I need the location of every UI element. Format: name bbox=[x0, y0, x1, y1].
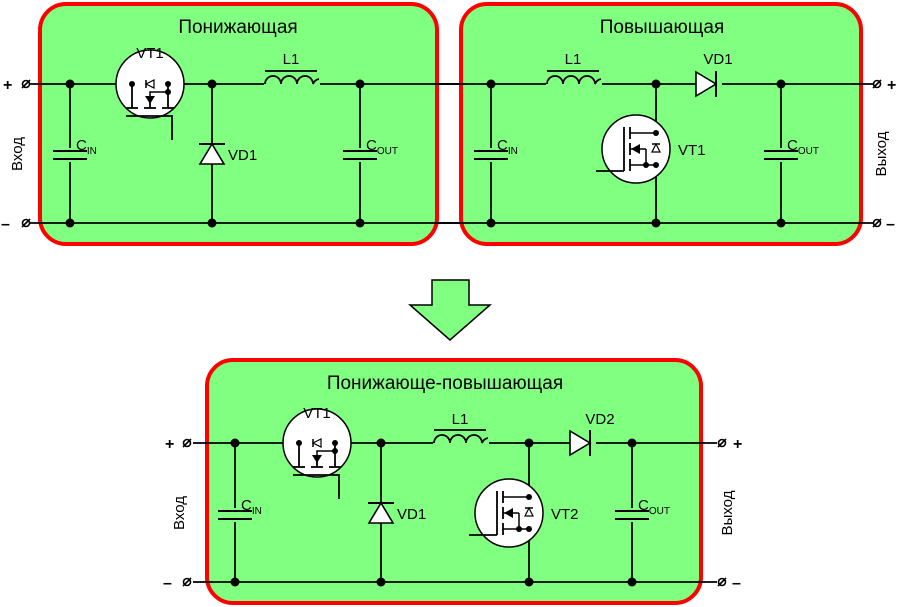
buck-vd1-label: VD1 bbox=[228, 147, 257, 164]
bb-input-terminal-plus[interactable] bbox=[182, 438, 192, 448]
output-terminal-plus[interactable] bbox=[872, 79, 882, 89]
input-terminal-minus[interactable] bbox=[21, 218, 31, 228]
boost-panel-frame bbox=[459, 2, 863, 246]
boost-plus-sign: + bbox=[887, 77, 896, 94]
buck-panel: Понижающая + – Вход CIN VT1 VD1 L1 bbox=[1, 2, 460, 246]
bb-cout-label: COUT bbox=[638, 497, 670, 517]
buck-input-label: Вход bbox=[9, 137, 26, 171]
boost-cin-label: CIN bbox=[497, 137, 518, 157]
bb-vt2-label: VT2 bbox=[551, 506, 579, 523]
boost-l1-label: L1 bbox=[565, 51, 582, 68]
boost-vt1-label: VT1 bbox=[678, 142, 706, 159]
bb-plus-in-sign: + bbox=[165, 436, 174, 453]
bb-vt1-label: VT1 bbox=[303, 405, 331, 422]
bb-output-label: Выход bbox=[719, 490, 736, 535]
bb-minus-in-sign: – bbox=[163, 575, 172, 592]
buck-boost-panel-frame bbox=[205, 358, 703, 605]
bb-input-terminal-minus[interactable] bbox=[182, 577, 192, 587]
boost-output-label: Выход bbox=[873, 131, 890, 176]
input-terminal-plus[interactable] bbox=[21, 79, 31, 89]
bb-output-terminal-plus[interactable] bbox=[717, 438, 727, 448]
buck-l1-label: L1 bbox=[283, 51, 300, 68]
bb-input-label: Вход bbox=[171, 496, 188, 530]
bb-cin-label: CIN bbox=[241, 497, 262, 517]
boost-cout-label: COUT bbox=[787, 137, 819, 157]
bb-vd1-label: VD1 bbox=[397, 506, 426, 523]
boost-minus-sign: – bbox=[886, 216, 895, 233]
buck-panel-frame bbox=[38, 2, 439, 246]
buck-boost-title: Понижающе-повышающая bbox=[327, 373, 563, 394]
down-arrow-icon bbox=[408, 279, 492, 341]
bb-vd2-label: VD2 bbox=[585, 411, 614, 428]
output-terminal-minus[interactable] bbox=[872, 218, 882, 228]
bb-l1-label: L1 bbox=[452, 411, 469, 428]
buck-boost-panel: Понижающе-повышающая + – Вход CIN VT1 VD… bbox=[163, 358, 742, 605]
buck-cin-label: CIN bbox=[76, 137, 97, 157]
bb-minus-out-sign: – bbox=[732, 575, 741, 592]
bb-output-terminal-minus[interactable] bbox=[717, 577, 727, 587]
buck-vt1-label: VT1 bbox=[136, 45, 164, 62]
buck-plus-sign: + bbox=[3, 77, 12, 94]
boost-panel: Повышающая CIN L1 VT1 VD1 COUT bbox=[436, 2, 896, 246]
boost-vd1-label: VD1 bbox=[703, 51, 732, 68]
buck-title: Понижающая bbox=[178, 17, 297, 38]
buck-cout-label: COUT bbox=[366, 137, 398, 157]
bb-plus-out-sign: + bbox=[733, 436, 742, 453]
buck-minus-sign: – bbox=[1, 216, 10, 233]
boost-title: Повышающая bbox=[600, 17, 725, 38]
